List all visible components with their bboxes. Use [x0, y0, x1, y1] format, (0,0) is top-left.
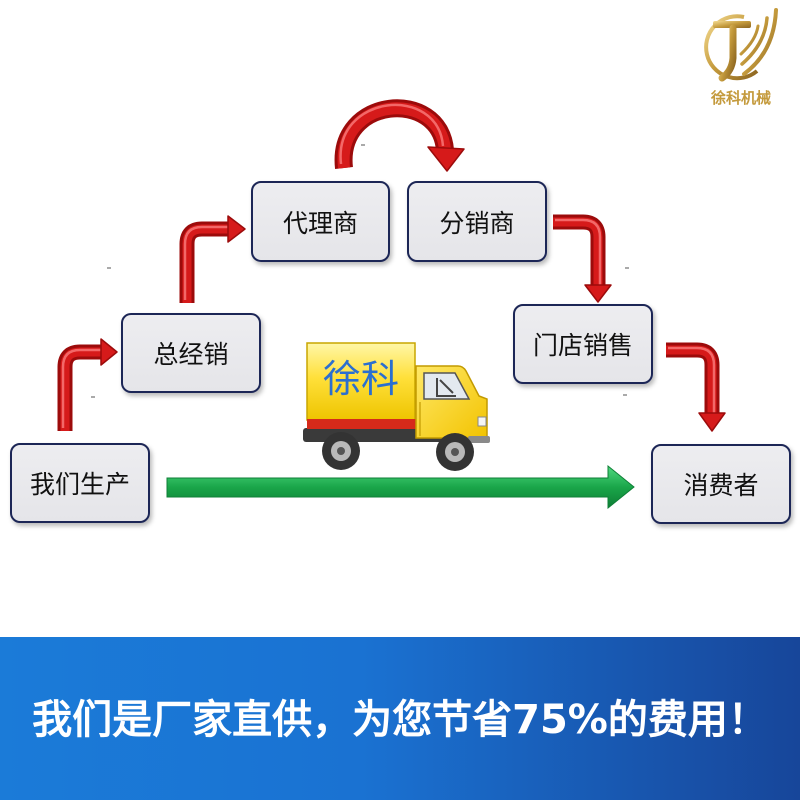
arrow-store-to-consumer [666, 342, 726, 432]
arrow-head [227, 215, 246, 243]
arrow-highlight [339, 103, 445, 165]
arrow-shaft-core [60, 347, 104, 431]
node-store-sales: 门店销售 [513, 304, 653, 384]
logo-ring [704, 14, 759, 81]
truck-label: 徐科 [323, 357, 399, 401]
arrow-shaft [179, 221, 231, 303]
node-consumer: 消费者 [651, 444, 791, 524]
logo-text: 徐科机械 [710, 89, 771, 107]
truck-cargo-box [306, 342, 416, 421]
truck-window-mark [436, 378, 456, 397]
banner-slogan: 我们是厂家直供，为您节省75%的费用！ [32, 697, 768, 743]
truck-red-stripe [307, 419, 417, 429]
logo-wing-feather [739, 24, 760, 56]
node-general-distributor: 总经销 [121, 313, 261, 393]
arrow-highlight [555, 218, 602, 285]
arrow-agent-to-sub-distributor [334, 99, 465, 172]
logo-wing-feather [740, 16, 769, 66]
arrow-head [584, 284, 612, 303]
arrow-general-distributor-to-agent [179, 215, 246, 303]
arrow-shaft-core [666, 345, 717, 416]
arrow-shaft-core [182, 224, 231, 303]
arrow-head [427, 146, 465, 172]
arrow-highlight [183, 225, 229, 300]
arrow-shaft [666, 342, 720, 416]
node-agent: 代理商 [251, 181, 390, 262]
node-we-produce: 我们生产 [10, 443, 150, 523]
bottom-banner: 我们是厂家直供，为您节省75%的费用！ [0, 637, 800, 800]
truck-headlight [477, 416, 487, 427]
arrow-shaft-core [553, 217, 603, 288]
logo-t-bar [713, 21, 751, 28]
logo-t-stem [718, 24, 737, 82]
arrow-highlight [61, 348, 102, 428]
arrow-shaft [553, 214, 606, 288]
node-sub-distributor: 分销商 [407, 181, 547, 262]
arrow-head [698, 412, 726, 432]
truck-bumper [468, 436, 490, 443]
winged-t-logo-icon [704, 8, 778, 82]
arrow-head [100, 338, 118, 366]
delivery-truck-icon: 徐科 [303, 342, 490, 471]
arrow-production-to-general-distributor [57, 338, 118, 431]
arrow-highlight [668, 346, 716, 413]
arrow-sub-distributor-to-store [553, 214, 612, 303]
wheel-hub [337, 447, 345, 455]
arrow-direct-to-consumer [166, 464, 635, 510]
truck-front-wheel [436, 433, 474, 471]
truck-rear-wheel [322, 432, 360, 470]
wheel-hub [451, 448, 459, 456]
logo-wing-feather [742, 8, 778, 76]
arrow-shaft [57, 344, 104, 431]
